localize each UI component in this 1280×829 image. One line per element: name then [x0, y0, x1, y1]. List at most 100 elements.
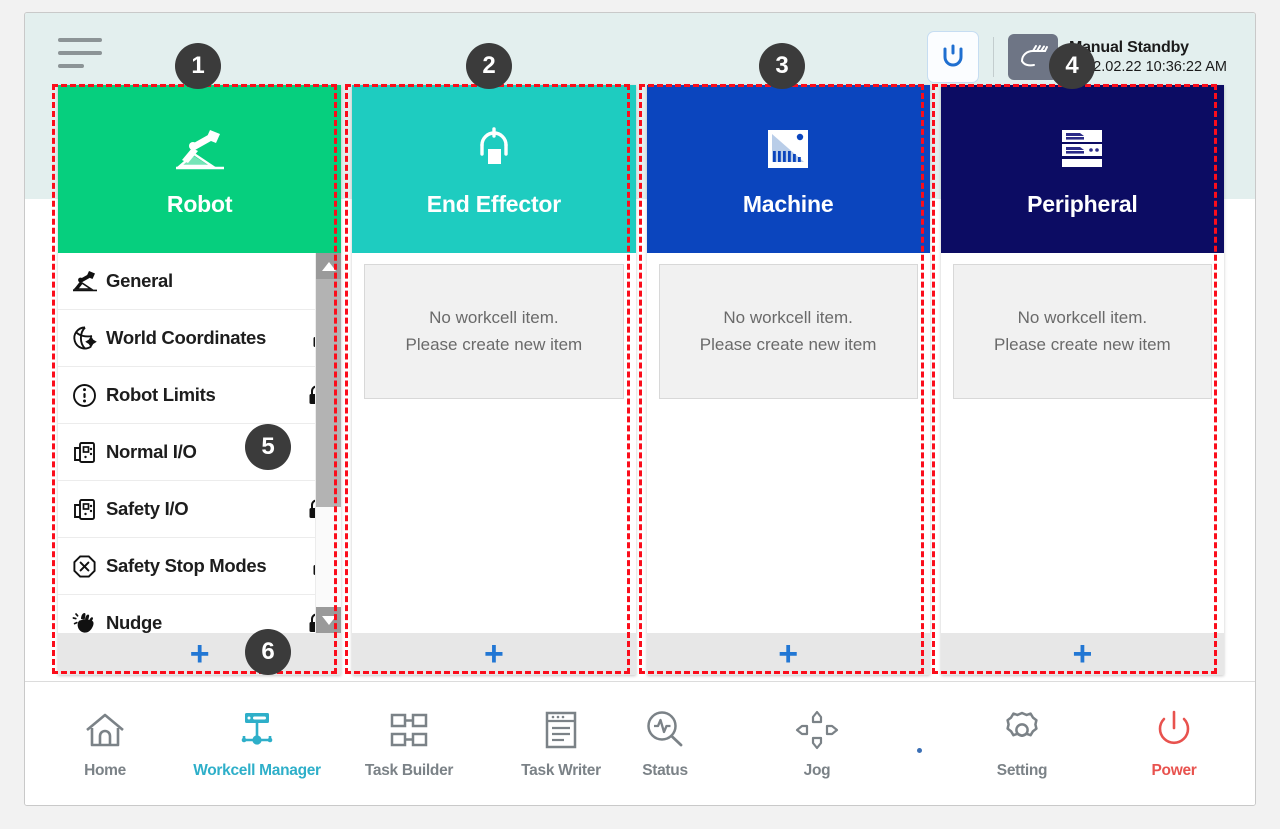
- menu-item-general[interactable]: General: [58, 253, 342, 310]
- column-machine: Machine No workcell item. Please create …: [646, 85, 930, 675]
- menu-item-label: Safety Stop Modes: [106, 555, 267, 576]
- column-title-end-effector: End Effector: [426, 190, 562, 217]
- column-title-peripheral: Peripheral: [1027, 190, 1138, 217]
- annotation-badge-5: 5: [245, 424, 291, 470]
- column-robot: Robot: [58, 85, 342, 675]
- nav-separator-dot: [917, 748, 922, 753]
- nav-left-group: Home: [25, 707, 613, 780]
- status-pulse-search-icon: [643, 707, 687, 753]
- nav-item-home[interactable]: Home: [53, 707, 157, 780]
- task-builder-icon: [386, 707, 432, 753]
- menu-item-safety-stop-modes[interactable]: Safety Stop Modes: [58, 538, 342, 595]
- io-port-icon: [72, 497, 106, 522]
- nav-label: Task Writer: [521, 762, 601, 779]
- nav-item-workcell-manager[interactable]: Workcell Manager: [193, 707, 321, 780]
- menu-item-robot-limits[interactable]: Robot Limits: [58, 367, 342, 424]
- chevron-up-glyph: [322, 261, 337, 271]
- empty-line-1: No workcell item.: [1017, 308, 1148, 327]
- column-body-peripheral: No workcell item. Please create new item: [940, 253, 1224, 633]
- add-end-effector-item-button[interactable]: +: [352, 633, 636, 675]
- nav-label: Home: [84, 762, 126, 779]
- plus-icon: +: [189, 635, 210, 673]
- menu-item-label: Safety I/O: [106, 498, 189, 519]
- plus-icon: +: [1072, 635, 1093, 673]
- add-robot-item-button[interactable]: +: [58, 633, 342, 675]
- nav-label: Task Builder: [364, 762, 454, 779]
- jog-dpad-icon: [795, 707, 839, 753]
- robot-settings-list: General: [58, 253, 342, 633]
- menu-item-nudge[interactable]: Nudge: [58, 595, 342, 633]
- nudge-hand-icon: [72, 611, 106, 633]
- annotation-badge-6: 6: [245, 629, 291, 675]
- add-machine-item-button[interactable]: +: [646, 633, 930, 675]
- gripper-icon: [468, 121, 520, 177]
- hamburger-line: [58, 51, 102, 55]
- scrollbar-thumb[interactable]: [316, 279, 342, 507]
- nav-label: Jog: [803, 762, 831, 779]
- robot-list-scrollbar[interactable]: [315, 253, 342, 633]
- mode-timestamp: 2022.02.22 10:36:22 AM: [1068, 58, 1227, 75]
- column-body-end-effector: No workcell item. Please create new item: [352, 253, 636, 633]
- nav-label: Power: [1151, 762, 1197, 779]
- nav-label: Workcell Manager: [193, 762, 321, 779]
- chevron-up-icon[interactable]: [316, 253, 342, 279]
- menu-item-world-coordinates[interactable]: World Coordinates: [58, 310, 342, 367]
- empty-line-2: Please create new item: [405, 335, 583, 354]
- menu-item-label: Robot Limits: [106, 384, 216, 405]
- nav-right-group: Status Jog: [613, 707, 1255, 780]
- column-header-peripheral[interactable]: Peripheral: [940, 85, 1224, 253]
- workcell-columns: Robot: [58, 85, 1224, 675]
- column-body-robot: General: [58, 253, 342, 633]
- annotation-badge-1: 1: [175, 43, 221, 89]
- robot-arm-icon: [172, 121, 228, 177]
- plus-icon: +: [483, 635, 504, 673]
- empty-line-2: Please create new item: [994, 335, 1171, 354]
- hamburger-line: [58, 38, 102, 42]
- home-icon: [83, 707, 127, 753]
- task-writer-icon: [540, 707, 582, 753]
- hamburger-menu-icon[interactable]: [58, 35, 104, 71]
- plus-icon: +: [778, 635, 799, 673]
- empty-line-2: Please create new item: [699, 335, 877, 354]
- nav-item-status[interactable]: Status: [613, 707, 717, 780]
- column-header-end-effector[interactable]: End Effector: [352, 85, 636, 253]
- menu-item-label: Normal I/O: [106, 441, 197, 462]
- io-port-icon: [72, 440, 106, 465]
- menu-item-label: Nudge: [106, 612, 163, 633]
- menu-item-label: General: [106, 270, 173, 291]
- menu-item-label: World Coordinates: [106, 327, 267, 348]
- annotation-badge-2: 2: [466, 43, 512, 89]
- nav-item-task-builder[interactable]: Task Builder: [357, 707, 461, 780]
- mode-title: Manual Standby: [1068, 38, 1189, 56]
- nav-item-jog[interactable]: Jog: [765, 707, 869, 780]
- peripheral-rack-icon: [1056, 121, 1108, 177]
- mode-text-block: Manual Standby 2022.02.22 10:36:22 AM: [1069, 38, 1227, 76]
- home-pose-arc-icon: [943, 44, 963, 67]
- column-header-machine[interactable]: Machine: [646, 85, 930, 253]
- manual-hand-glyph: [1020, 45, 1048, 67]
- menu-item-safety-io[interactable]: Safety I/O: [58, 481, 342, 538]
- annotation-badge-4: 4: [1049, 43, 1095, 89]
- nav-item-power[interactable]: Power: [1122, 707, 1226, 780]
- home-pose-button[interactable]: [926, 31, 979, 83]
- empty-placeholder: No workcell item. Please create new item: [658, 264, 918, 399]
- bottom-navigation-bar: Home: [25, 681, 1255, 805]
- gear-icon: [1000, 707, 1044, 753]
- menu-item-normal-io[interactable]: Normal I/O: [58, 424, 342, 481]
- add-peripheral-item-button[interactable]: +: [940, 633, 1224, 675]
- column-body-machine: No workcell item. Please create new item: [646, 253, 930, 633]
- machine-icon: [763, 121, 813, 177]
- nav-item-task-writer[interactable]: Task Writer: [509, 707, 613, 780]
- column-header-robot[interactable]: Robot: [58, 85, 342, 253]
- column-title-robot: Robot: [166, 190, 233, 217]
- globe-coordinate-icon: [72, 325, 106, 351]
- robot-arm-small-icon: [72, 269, 106, 293]
- chevron-down-icon[interactable]: [316, 607, 342, 633]
- hamburger-line: [58, 64, 84, 68]
- nav-label: Status: [642, 762, 688, 779]
- nav-item-setting[interactable]: Setting: [970, 707, 1074, 780]
- workcell-node-icon: [234, 707, 280, 753]
- power-icon: [1153, 707, 1195, 753]
- teach-pendant-frame: Manual Standby 2022.02.22 10:36:22 AM: [24, 12, 1256, 806]
